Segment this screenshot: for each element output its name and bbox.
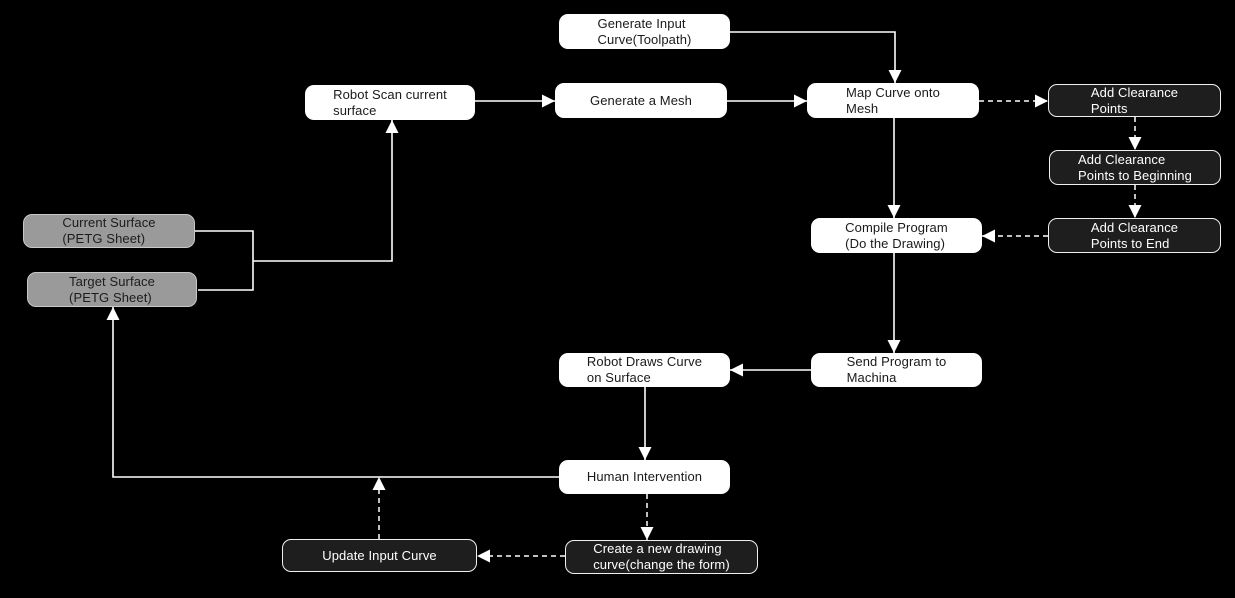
label-line: Generate a Mesh [590,92,692,108]
label-line: (PETG Sheet) [69,289,152,305]
node-label: Compile Program (Do the Drawing) [845,220,948,252]
label-line: Points to End [1090,235,1170,251]
node-add-clearance-points-to-beginning[interactable]: Add Clearance Points to Beginning [1049,150,1221,185]
label-line: Robot Draws Curve [586,354,703,369]
node-label: Current Surface (PETG Sheet) [62,215,155,247]
node-generate-input-curve[interactable]: Generate Input Curve(Toolpath) [559,14,730,49]
node-label: Generate Input Curve(Toolpath) [598,16,692,48]
node-add-clearance-points-to-end[interactable]: Add Clearance Points to End [1048,218,1221,253]
label-line: (PETG Sheet) [62,231,146,246]
node-label: Human Intervention [587,469,702,485]
label-line: Compile Program [845,219,948,235]
label-line: (Do the Drawing) [845,235,946,251]
node-send-program-to-machina[interactable]: Send Program to Machina [811,353,982,387]
node-label: Robot Scan current surface [333,87,447,119]
node-robot-draws-curve[interactable]: Robot Draws Curve on Surface [559,353,730,387]
label-line: Current Surface [62,215,156,230]
node-current-surface[interactable]: Current Surface (PETG Sheet) [23,214,195,248]
node-label: Generate a Mesh [590,93,692,109]
label-line: Points [1090,100,1128,116]
node-label: Target Surface (PETG Sheet) [69,274,155,306]
label-line: Add Clearance [1078,151,1166,167]
edge-surfaces-to-robot-scan [253,120,399,262]
node-label: Create a new drawing curve(change the fo… [593,541,730,573]
node-human-intervention[interactable]: Human Intervention [559,460,730,494]
label-line: Points to Beginning [1078,167,1192,183]
label-line: curve(change the form) [593,557,730,572]
label-line: on Surface [586,370,651,385]
node-label: Add Clearance Points to Beginning [1078,152,1192,184]
node-label: Add Clearance Points [1091,85,1178,117]
label-line: Machina [846,370,897,385]
label-line: Map Curve onto [846,84,940,100]
node-target-surface[interactable]: Target Surface (PETG Sheet) [27,272,197,307]
node-update-input-curve[interactable]: Update Input Curve [282,539,477,572]
label-line: surface [333,102,377,118]
edge-generate-input-curve-to-map-curve [730,31,902,83]
node-compile-program[interactable]: Compile Program (Do the Drawing) [811,218,982,253]
node-label: Update Input Curve [322,548,437,564]
label-line: Target Surface [69,273,155,289]
label-line: Generate Input [597,15,686,31]
node-robot-scan-current-surface[interactable]: Robot Scan current surface [305,85,475,120]
label-line: Send Program to [846,354,947,369]
node-create-new-drawing-curve[interactable]: Create a new drawing curve(change the fo… [565,540,758,574]
label-line: Add Clearance [1090,84,1179,100]
node-label: Add Clearance Points to End [1091,220,1178,252]
connector-surfaces-bracket [195,230,254,291]
label-line: Robot Scan current [333,86,447,102]
node-label: Map Curve onto Mesh [846,85,940,117]
node-label: Send Program to Machina [847,354,947,386]
node-label: Robot Draws Curve on Surface [587,354,702,386]
node-generate-a-mesh[interactable]: Generate a Mesh [555,83,727,118]
node-add-clearance-points[interactable]: Add Clearance Points [1048,84,1221,117]
node-map-curve-onto-mesh[interactable]: Map Curve onto Mesh [807,83,979,118]
label-line: Mesh [846,100,879,116]
label-line: Add Clearance [1090,219,1179,235]
label-line: Update Input Curve [322,547,437,563]
label-line: Human Intervention [586,469,703,484]
edge-human-intervention-to-target-surface [106,307,559,478]
label-line: Curve(Toolpath) [597,31,692,47]
label-line: Create a new drawing [593,541,722,556]
